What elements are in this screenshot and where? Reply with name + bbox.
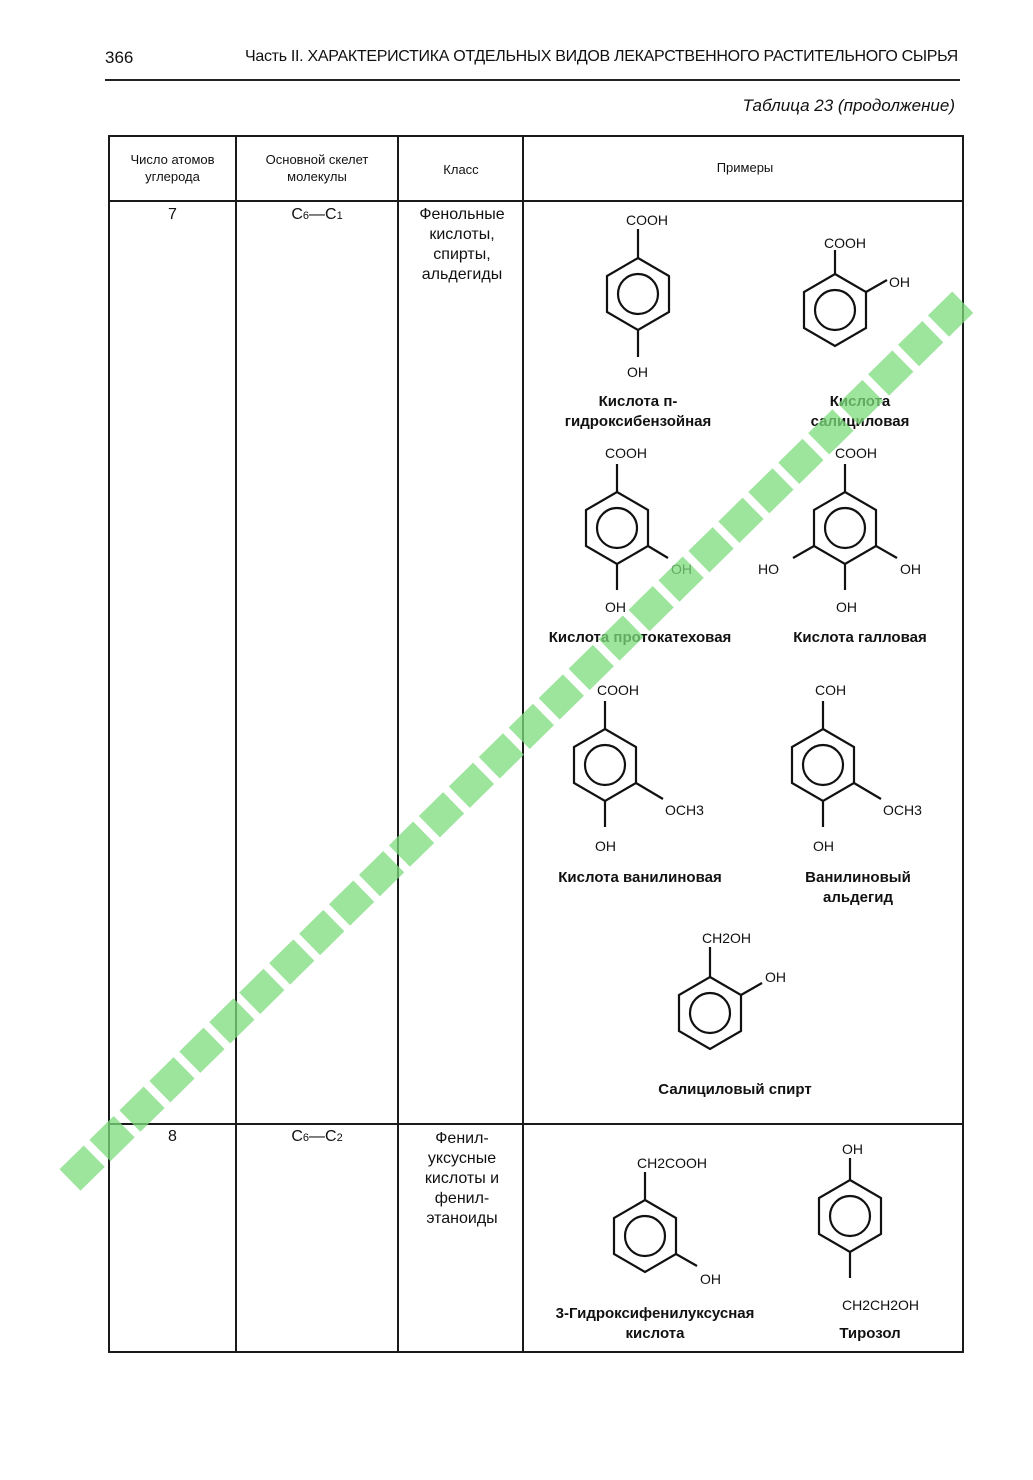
row2-class: Фенил-уксусные кислоты и фенил-этаноиды [424,1130,500,1227]
compound-name: Кислота протокатеховая [548,629,732,646]
header-rule [105,79,960,81]
compound-name: Салициловый спирт [658,1081,812,1098]
group-label: OH [627,364,648,380]
group-label: OH [765,969,786,985]
table-caption: Таблица 23 (продолжение) [742,96,955,115]
group-label: COOH [605,445,647,461]
structure-salicyl-alcohol: CH2OH OH [677,930,786,1051]
header-skeleton: Основной скелет молекулы [265,152,369,184]
compound-name: 3-Гидроксифенилуксусная кислота [555,1305,755,1342]
header-examples: Примеры [716,160,774,175]
column-divider [397,137,399,1351]
row1-carbons: 7 [168,206,177,223]
group-label: OCH3 [665,802,704,818]
group-label: COOH [597,682,639,698]
header-carbons: Число атомов углерода [130,152,215,184]
compound-name: Кислота салициловая [810,393,910,430]
group-label: OH [595,838,616,854]
group-label: OH [671,561,692,577]
compound-name: Кислота п-гидроксибензойная [564,393,712,430]
compound-name: Кислота галловая [793,629,927,646]
compound-name: Ванилиновый альдегид [805,869,911,906]
structure-3-hydroxyphenylacetic-acid: CH2COOH OH [612,1155,721,1287]
header-divider [110,200,962,202]
header-class: Класс [443,162,479,177]
group-label: OH [889,274,910,290]
running-head: Часть II. ХАРАКТЕРИСТИКА ОТДЕЛЬНЫХ ВИДОВ… [245,48,958,65]
structure-protocatechuic-acid: COOH OH OH [584,445,692,615]
row1-class: Фенольные кислоты, спирты, альдегиды [419,206,505,283]
group-label: COOH [626,212,668,228]
structure-gallic-acid: COOH HO OH OH [758,445,921,615]
structure-p-hydroxybenzoic-acid: COOH OH [605,212,671,380]
group-label: HO [758,561,779,577]
group-label: CH2COOH [637,1155,707,1171]
group-label: OH [900,561,921,577]
row-divider [110,1123,962,1125]
group-label: OH [605,599,626,615]
group-label: COOH [835,445,877,461]
structure-tyrosol: OH CH2CH2OH [817,1141,919,1313]
compound-name: Кислота ванилиновая [558,869,722,886]
structure-vanillic-acid: COOH OCH3 OH [572,682,704,854]
structure-salicylic-acid: COOH OH [802,235,910,348]
group-label: OH [836,599,857,615]
compound-name: Тирозол [839,1325,901,1342]
group-label: OH [700,1271,721,1287]
column-divider [522,137,524,1351]
group-label: OCH3 [883,802,922,818]
row1-skeleton: C6—C1 [291,206,343,223]
group-label: CH2OH [702,930,751,946]
group-label: COH [815,682,846,698]
structure-vanillin: COH OCH3 OH [790,682,922,854]
column-divider [235,137,237,1351]
page-number: 366 [105,48,134,67]
row2-carbons: 8 [168,1128,177,1145]
group-label: COOH [824,235,866,251]
row2-skeleton: C6—C2 [291,1128,343,1145]
group-label: OH [813,838,834,854]
group-label: CH2CH2OH [842,1297,919,1313]
group-label: OH [842,1141,863,1157]
